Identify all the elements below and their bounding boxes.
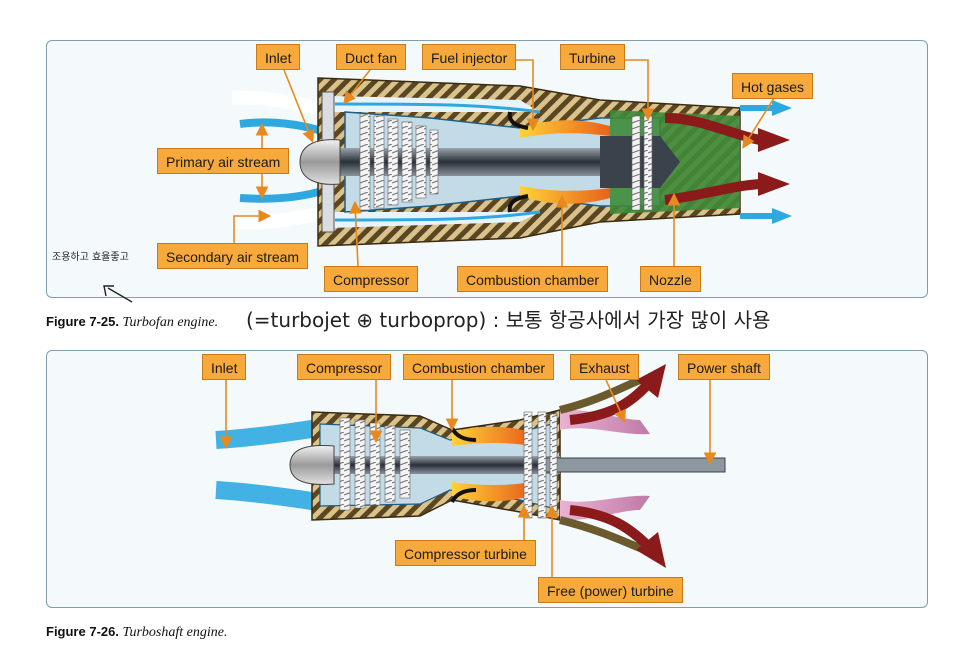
turbofan-engine-drawing (231, 77, 792, 247)
label-inlet-2: Inlet (202, 354, 247, 380)
label-power-shaft: Power shaft (678, 354, 770, 380)
figure-7-25-caption: Figure 7-25. Turbofan engine. (46, 314, 218, 331)
label-combustion-chamber-2: Combustion chamber (403, 354, 555, 380)
label-nozzle: Nozzle (640, 266, 701, 292)
label-compressor: Compressor (324, 266, 419, 292)
handwritten-caption-note: (=turbojet ⊕ turboprop) : 보통 항공사에서 가장 많이… (246, 308, 771, 332)
handwritten-margin-note: 조용하고 효율좋고 (52, 252, 129, 263)
label-free-power-turbine: Free (power) turbine (538, 577, 683, 603)
label-secondary-air-stream: Secondary air stream (157, 243, 309, 269)
label-compressor-turbine: Compressor turbine (395, 540, 536, 566)
label-combustion-chamber: Combustion chamber (457, 266, 609, 292)
caption-title: Turbofan engine. (122, 315, 219, 330)
caption-number-2: Figure 7-26. (46, 624, 119, 639)
label-primary-air-stream: Primary air stream (157, 148, 290, 174)
label-fuel-injector: Fuel injector (422, 44, 517, 70)
label-hot-gases: Hot gases (732, 73, 814, 99)
figure-7-26-caption: Figure 7-26. Turboshaft engine. (46, 624, 227, 641)
label-exhaust: Exhaust (570, 354, 639, 380)
label-duct-fan: Duct fan (336, 44, 407, 70)
caption-title-2: Turboshaft engine. (122, 625, 228, 640)
turboshaft-leader-lines (219, 379, 717, 577)
label-compressor-2: Compressor (297, 354, 392, 380)
label-inlet: Inlet (256, 44, 301, 70)
label-turbine: Turbine (560, 44, 625, 70)
caption-number: Figure 7-25. (46, 314, 119, 329)
handwritten-arrow (107, 287, 133, 303)
turboshaft-engine-drawing (215, 364, 726, 568)
